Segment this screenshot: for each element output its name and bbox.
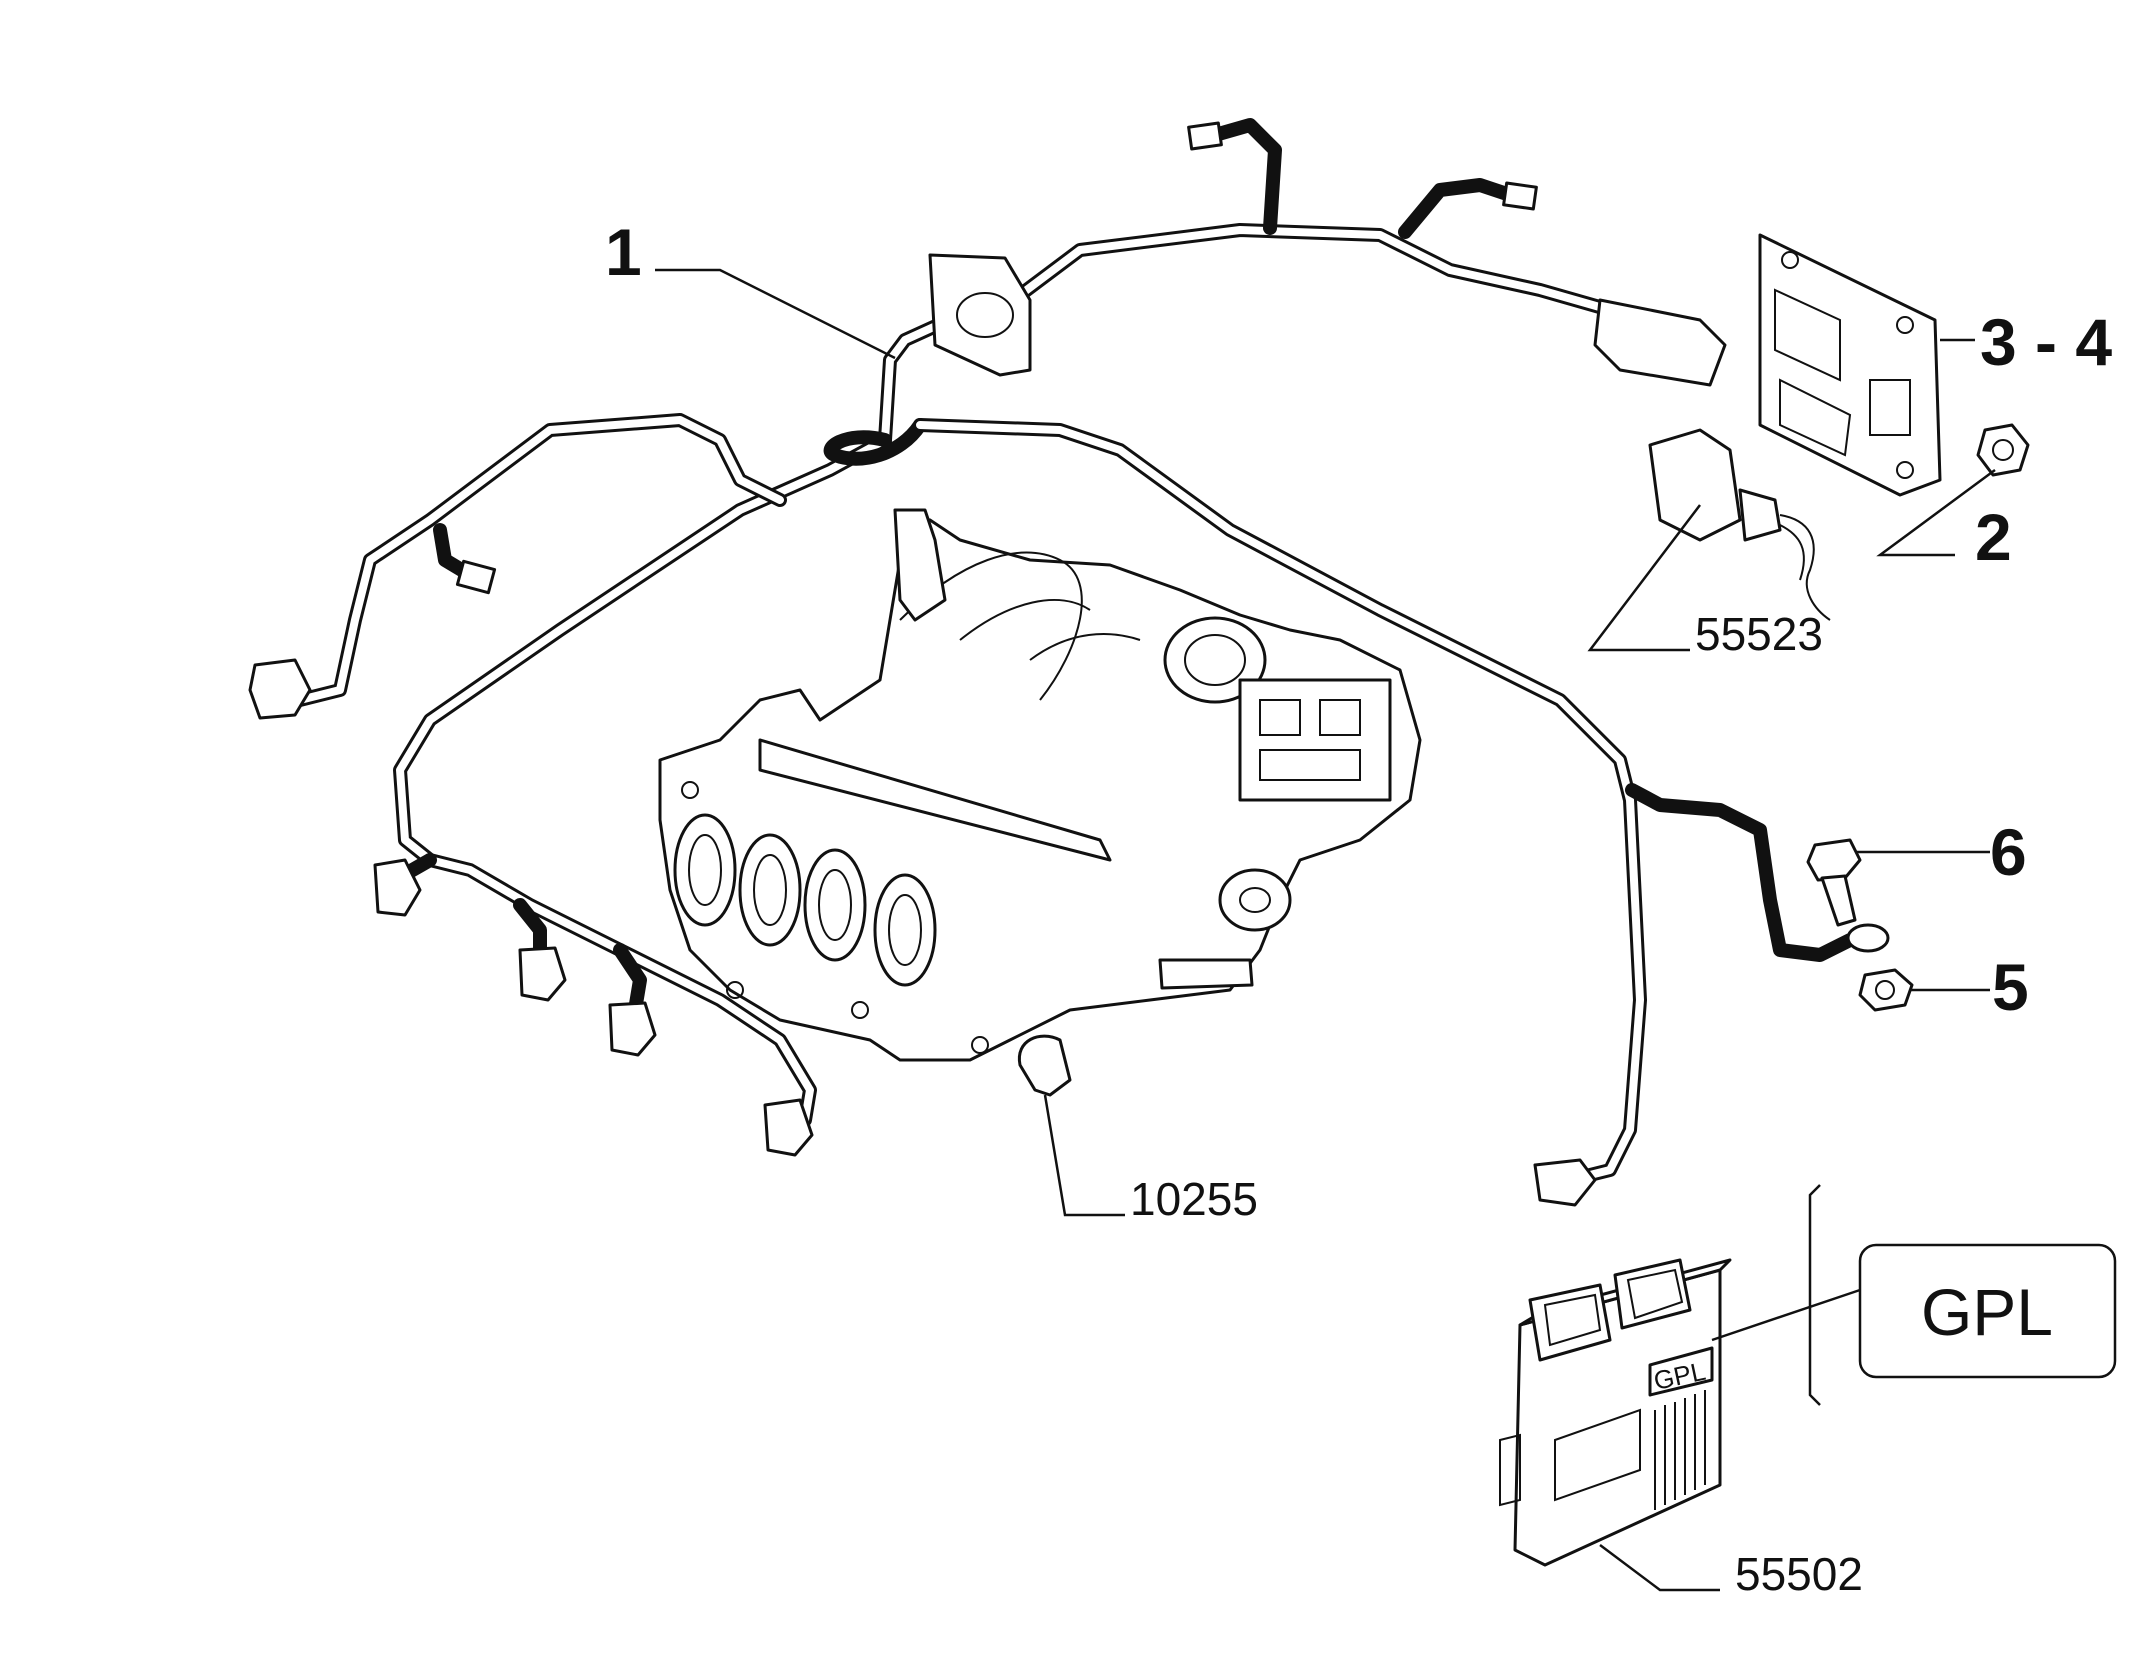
gpl-bracket [1808,1184,1821,1406]
callout-6: 6 [1990,815,2027,889]
reference-55523: 55523 [1695,608,1823,660]
callout-3-4: 3 - 4 [1980,305,2112,379]
relay-module [1758,233,1942,497]
gpl-box-label: GPL [1921,1275,2053,1349]
wiring-harness [293,118,1857,1187]
reference-10255: 10255 [1130,1173,1258,1225]
leader-lines [655,268,1996,1592]
gpl-box: GPL [1858,1243,2117,1379]
harness-clip [1017,1034,1072,1097]
gpl-sensor-connector [1648,428,1831,621]
nut [1976,423,2030,477]
callout-1: 1 [605,215,642,289]
gpl-ecu: GPL [1499,1258,1732,1567]
callout-2: 2 [1975,500,2012,574]
intake-manifold-assembly [658,508,1422,1062]
callout-5: 5 [1992,950,2029,1024]
reference-55502: 55502 [1735,1548,1863,1600]
hex-nut [1858,968,1914,1012]
bolt [1806,838,1862,927]
harness-connectors [248,121,1890,1207]
